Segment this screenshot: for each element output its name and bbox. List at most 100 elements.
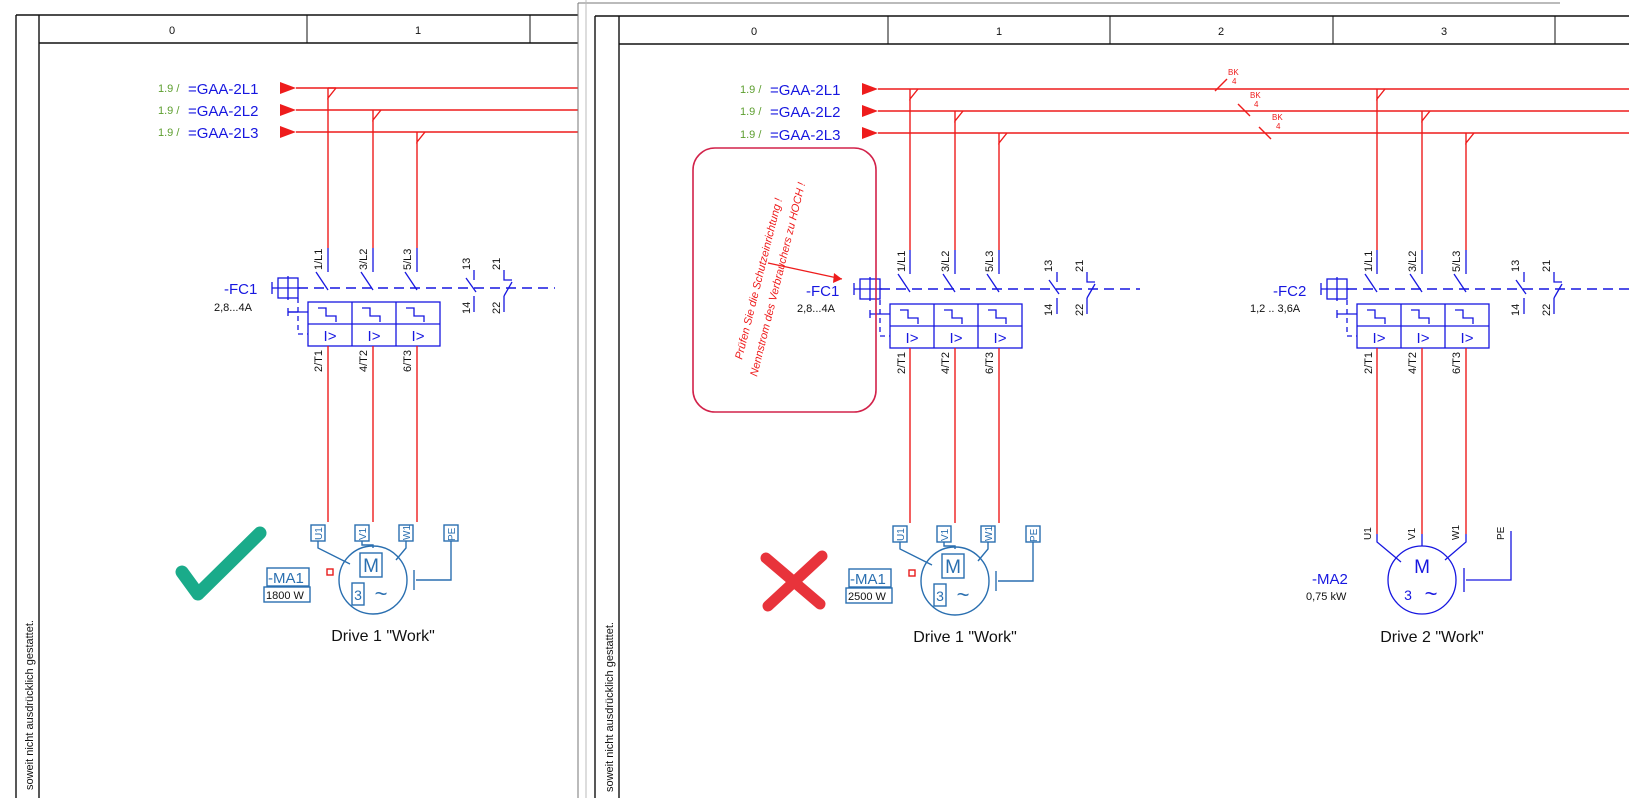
motor-power: 0,75 kW (1306, 591, 1347, 603)
motor-ma1-left: U1 V1 W1 PE M 3 ~ -MA1 1800 W Drive 1 "W… (263, 524, 459, 645)
arrow-icon (280, 82, 296, 94)
motor-m: M (945, 557, 961, 578)
cross-icon (760, 550, 828, 612)
arrow-icon (862, 105, 878, 117)
motor-terminal: W1 (984, 526, 995, 541)
left-panel: 0 1 soweit nicht ausdrücklich gestattet.… (15, 14, 586, 798)
column-header: 0 (751, 26, 757, 38)
terminal-label: 3/L2 (358, 249, 370, 270)
bus-name: =GAA-2L3 (188, 125, 258, 142)
motor-power: 1800 W (266, 590, 305, 602)
trip-label: I> (368, 328, 381, 345)
trip-label: I> (994, 330, 1007, 347)
arrow-icon (862, 127, 878, 139)
bus-ref: 1.9 / (158, 83, 180, 95)
bk-label: BK (1272, 113, 1283, 122)
terminal-label: 4/T2 (1407, 352, 1419, 374)
bus-name: =GAA-2L2 (770, 104, 840, 121)
drive-caption: Drive 1 "Work" (913, 629, 1017, 646)
motor-terminal: PE (1029, 528, 1040, 542)
trip-label: I> (1373, 330, 1386, 347)
column-header: 1 (996, 26, 1002, 38)
aux-label: 22 (1541, 304, 1553, 316)
motor-m: M (1414, 557, 1430, 578)
trip-label: I> (906, 330, 919, 347)
motor-ma1-right: U1 V1 W1 PE M 3 ~ -MA1 2500 W Drive 1 "W… (845, 525, 1041, 646)
motor-three: 3 (1404, 587, 1412, 603)
column-header: 1 (415, 25, 421, 37)
terminal-label: 2/T1 (1363, 352, 1375, 374)
breaker-name: -FC1 (224, 281, 257, 298)
aux-label: 13 (461, 258, 473, 270)
motor-terminal: U1 (314, 527, 325, 540)
aux-label: 21 (1074, 260, 1086, 272)
drive-caption: Drive 1 "Work" (331, 628, 435, 645)
motor-terminal: W1 (402, 525, 413, 540)
side-text: soweit nicht ausdrücklich gestattet. (604, 622, 616, 792)
arrow-icon (280, 126, 296, 138)
terminal-label: 4/T2 (940, 352, 952, 374)
motor-terminal: U1 (1363, 527, 1374, 540)
terminal-label: 1/L1 (1363, 251, 1375, 272)
aux-label: 13 (1043, 260, 1055, 272)
terminal-label: 5/L3 (984, 251, 996, 272)
column-header: 0 (169, 25, 175, 37)
column-header: 3 (1441, 26, 1447, 38)
motor-power: 2500 W (848, 591, 887, 603)
bk-label: BK (1228, 68, 1239, 77)
bk-num: 4 (1254, 100, 1259, 109)
terminal-label: 2/T1 (313, 350, 325, 372)
arrow-icon (280, 104, 296, 116)
breaker-fc1-right: 1/L1 3/L2 5/L3 -FC1 2,8...4A I> I> I> 13… (797, 88, 1140, 374)
terminal-label: 3/L2 (1407, 251, 1419, 272)
trip-label: I> (1461, 330, 1474, 347)
motor-terminal: PE (447, 527, 458, 541)
motor-three: 3 (936, 588, 944, 604)
terminal-label: 6/T3 (1451, 352, 1463, 374)
breaker-rating: 2,8...4A (214, 302, 253, 314)
bus-ref: 1.9 / (740, 106, 762, 118)
terminal-label: 6/T3 (402, 350, 414, 372)
terminal-label: 4/T2 (358, 350, 370, 372)
arrow-icon (862, 83, 878, 95)
breaker-rating: 2,8...4A (797, 303, 836, 315)
motor-tilde: ~ (957, 582, 970, 607)
bus-lines: 1.9 / =GAA-2L1 1.9 / =GAA-2L2 1.9 / =GAA… (740, 68, 1629, 144)
aux-label: 21 (1541, 260, 1553, 272)
motor-name: -MA1 (268, 570, 304, 587)
bus-ref: 1.9 / (158, 105, 180, 117)
terminal-label: 6/T3 (984, 352, 996, 374)
check-icon (175, 526, 267, 601)
motor-terminal: U1 (896, 528, 907, 541)
motor-tilde: ~ (375, 581, 388, 606)
bus-name: =GAA-2L3 (770, 127, 840, 144)
breaker-fc2: 1/L1 3/L2 5/L3 -FC2 1,2 .. 3,6A I> I> I>… (1250, 88, 1629, 374)
terminal-label: 5/L3 (1451, 251, 1463, 272)
breaker-fc1-left: 1/L1 3/L2 5/L3 -FC1 2,8...4A I> I> I> (214, 87, 555, 372)
aux-label: 14 (461, 302, 473, 314)
motor-terminal: V1 (1407, 527, 1418, 540)
bus-ref: 1.9 / (740, 84, 762, 96)
terminal-label: 3/L2 (940, 251, 952, 272)
trip-label: I> (1417, 330, 1430, 347)
breaker-rating: 1,2 .. 3,6A (1250, 303, 1301, 315)
terminal-label: 5/L3 (402, 249, 414, 270)
terminal-label: 1/L1 (313, 249, 325, 270)
arrow-icon (833, 273, 842, 283)
bus-lines: 1.9 / =GAA-2L1 1.9 / =GAA-2L2 1.9 / =GAA… (158, 81, 586, 142)
side-text: soweit nicht ausdrücklich gestattet. (24, 620, 36, 790)
bus-name: =GAA-2L1 (188, 81, 258, 98)
bk-label: BK (1250, 91, 1261, 100)
bus-ref: 1.9 / (740, 129, 762, 141)
motor-terminal: PE (1496, 526, 1507, 540)
aux-label: 22 (1074, 304, 1086, 316)
breaker-name: -FC1 (806, 283, 839, 300)
motor-three: 3 (354, 587, 362, 603)
motor-name: -MA1 (850, 571, 886, 588)
motor-terminal: W1 (1451, 525, 1462, 540)
column-header: 2 (1218, 26, 1224, 38)
motor-terminal: V1 (358, 527, 369, 540)
trip-label: I> (950, 330, 963, 347)
bk-num: 4 (1276, 122, 1281, 131)
motor-tilde: ~ (1425, 581, 1438, 606)
